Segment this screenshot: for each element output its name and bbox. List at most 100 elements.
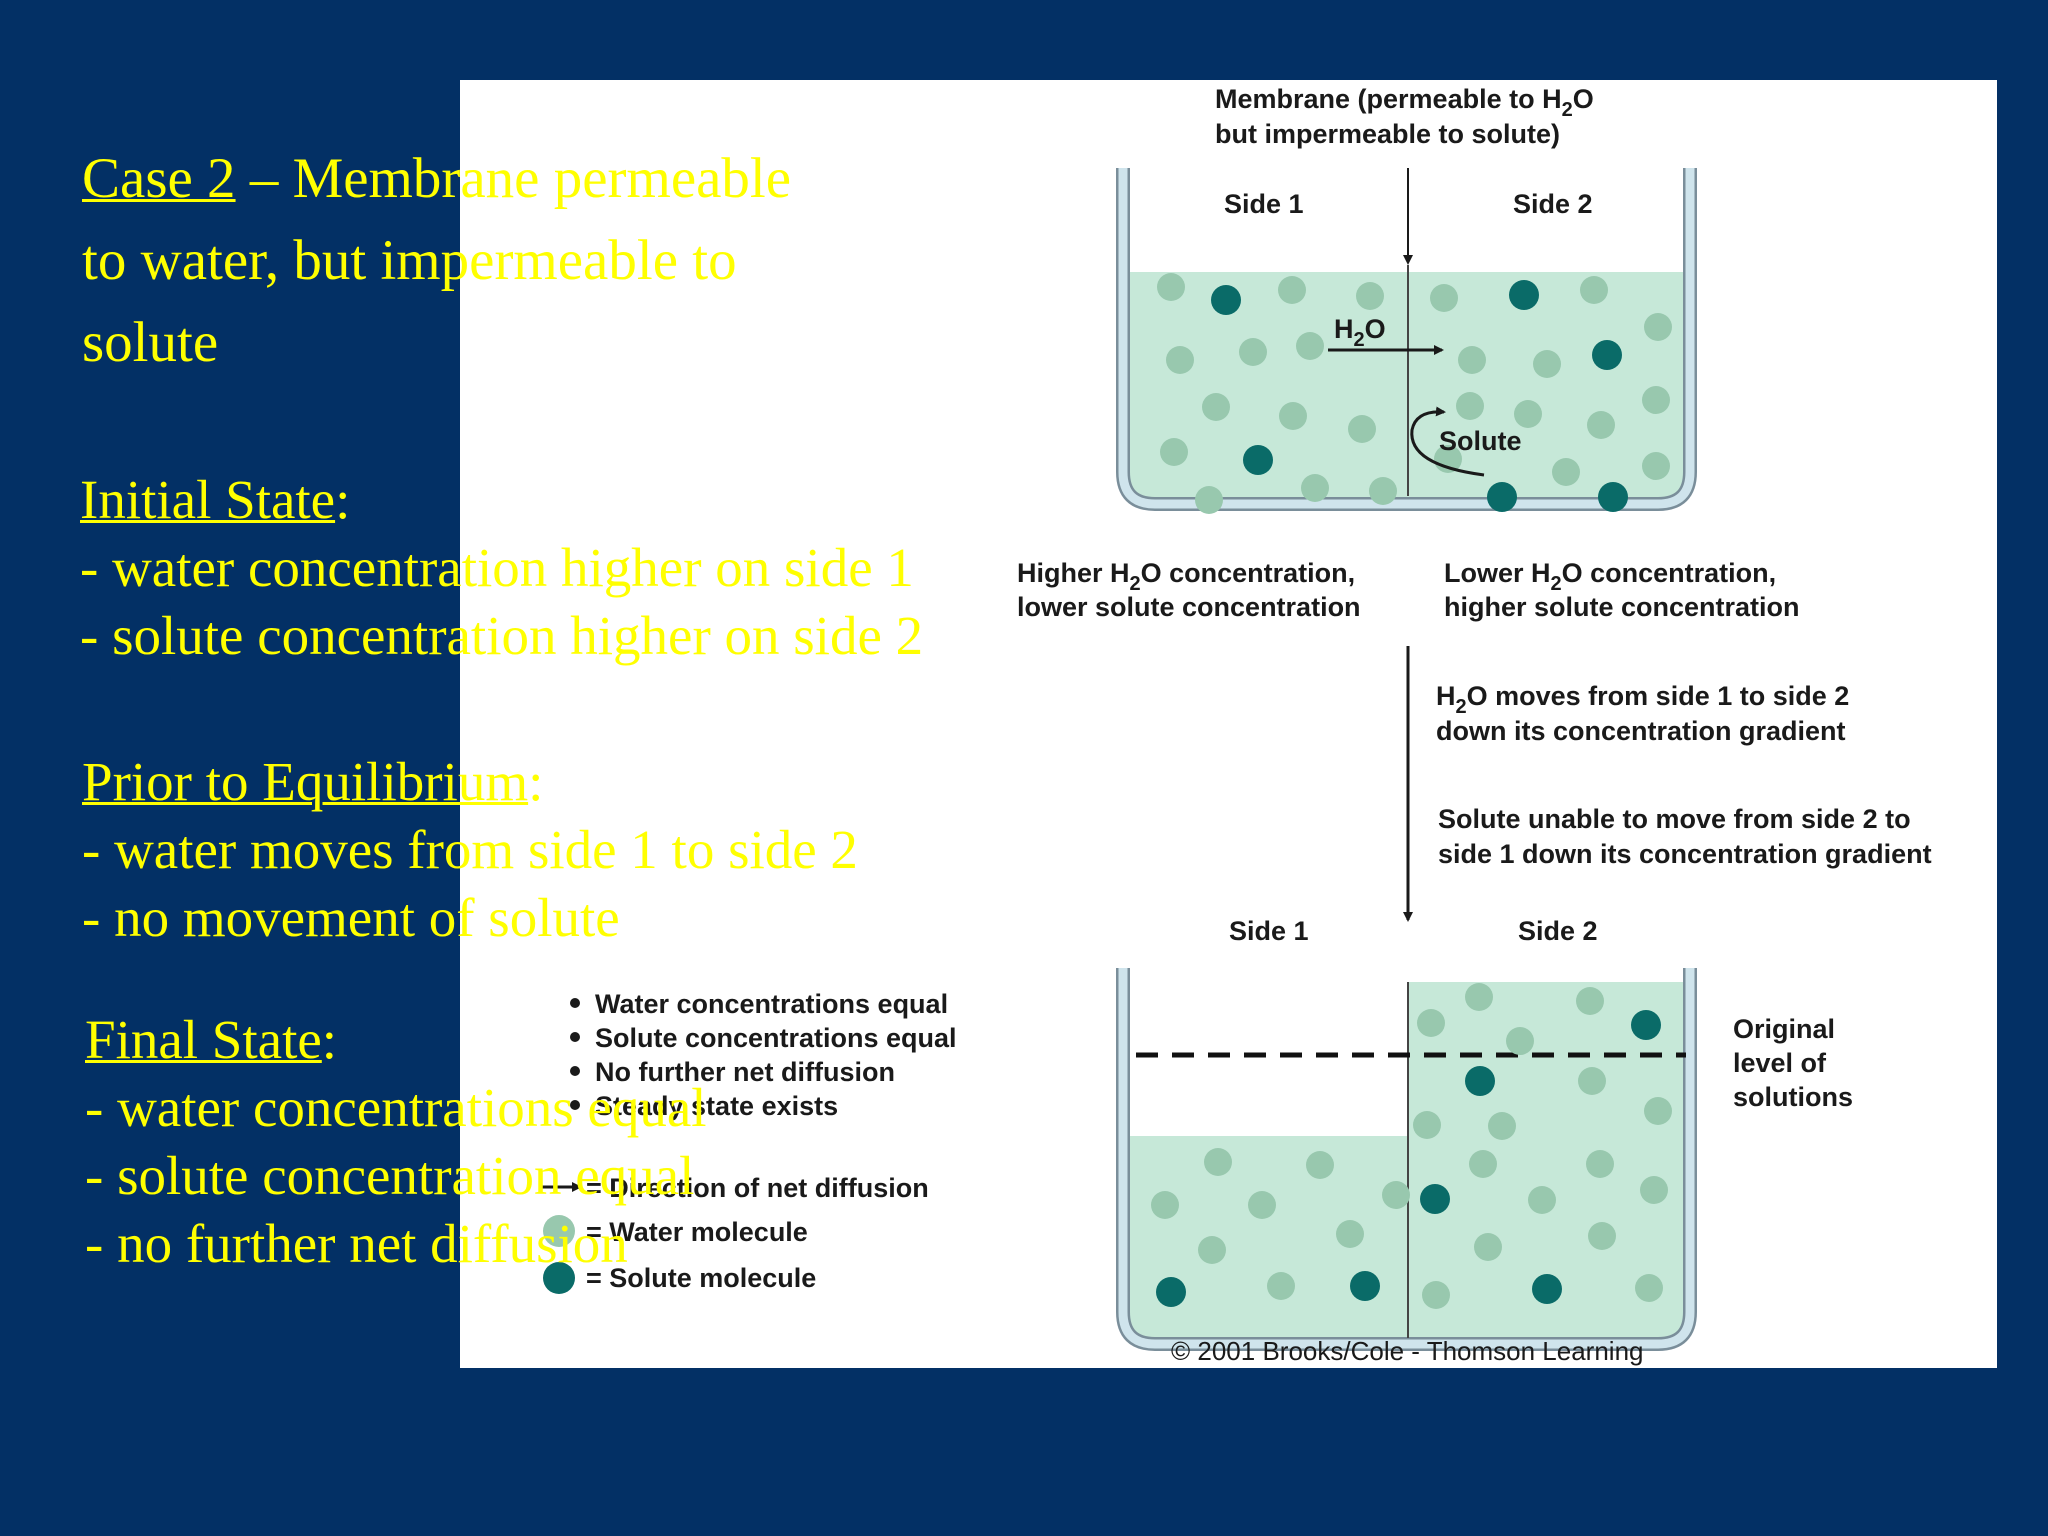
solute-molecule — [1532, 1274, 1562, 1304]
h2o-label: H2O — [1334, 314, 1386, 351]
step2-line2: side 1 down its concentration gradient — [1438, 839, 1932, 869]
case-label: Case 2 — [82, 147, 236, 210]
final-heading: Final State — [85, 1009, 322, 1070]
bullet-dot — [570, 1100, 580, 1110]
water-molecule — [1278, 276, 1306, 304]
slide-title-line3: solute — [82, 311, 219, 374]
water-molecule — [1644, 1097, 1672, 1125]
water-molecule — [1506, 1027, 1534, 1055]
water-molecule-icon — [543, 1215, 575, 1247]
membrane-label-line2: but impermeable to solute) — [1215, 119, 1560, 149]
solute-molecule — [1211, 285, 1241, 315]
diagram-svg: Membrane (permeable to H2O but impermeab… — [542, 84, 1932, 1366]
step1-line2: down its concentration gradient — [1436, 716, 1846, 746]
water-molecule — [1157, 273, 1185, 301]
water-molecule — [1306, 1151, 1334, 1179]
bullet-list: Water concentrations equal Solute concen… — [570, 989, 957, 1121]
bullet-item: Solute concentrations equal — [595, 1023, 957, 1053]
water-molecule — [1267, 1272, 1295, 1300]
water-molecule — [1514, 400, 1542, 428]
solute-molecule — [1465, 1066, 1495, 1096]
step1-line1: H2O moves from side 1 to side 2 — [1436, 681, 1849, 718]
water-molecule — [1195, 486, 1223, 514]
water-molecule — [1578, 1067, 1606, 1095]
water-molecule — [1301, 474, 1329, 502]
water-molecule — [1348, 415, 1376, 443]
water-molecule — [1528, 1186, 1556, 1214]
water-molecule — [1151, 1191, 1179, 1219]
bullet-item: Steady state exists — [595, 1091, 838, 1121]
water-molecule — [1413, 1111, 1441, 1139]
water-molecule — [1533, 350, 1561, 378]
left-caption-line2: lower solute concentration — [1017, 592, 1361, 622]
final-colon: : — [321, 1009, 338, 1070]
water-molecule — [1356, 282, 1384, 310]
original-level-line2: level of — [1733, 1048, 1827, 1078]
water-molecule — [1488, 1112, 1516, 1140]
water-molecule — [1635, 1274, 1663, 1302]
water-molecule — [1469, 1150, 1497, 1178]
water-molecule — [1552, 458, 1580, 486]
top-water — [1120, 272, 1692, 498]
solute-arrow — [1410, 406, 1485, 477]
water-molecule — [1458, 346, 1486, 374]
water-molecule — [1640, 1176, 1668, 1204]
water-molecule — [1644, 313, 1672, 341]
solute-molecule — [1487, 482, 1517, 512]
membrane-label-line1: Membrane (permeable to H2O — [1215, 84, 1594, 121]
original-level-line1: Original — [1733, 1014, 1835, 1044]
solute-molecule — [1350, 1271, 1380, 1301]
water-molecule — [1588, 1222, 1616, 1250]
solute-molecule-icon — [543, 1262, 575, 1294]
solute-molecule — [1509, 280, 1539, 310]
left-caption-line1: Higher H2O concentration, — [1017, 558, 1355, 595]
water-molecule — [1198, 1236, 1226, 1264]
solute-molecule — [1592, 340, 1622, 370]
bullet-item: Water concentrations equal — [595, 989, 948, 1019]
solute-molecule — [1631, 1010, 1661, 1040]
right-caption-line2: higher solute concentration — [1444, 592, 1800, 622]
water-molecule — [1239, 338, 1267, 366]
solute-molecule — [1420, 1184, 1450, 1214]
bottom-side2-label: Side 2 — [1518, 916, 1598, 946]
step2-line1: Solute unable to move from side 2 to — [1438, 804, 1911, 834]
water-molecule — [1465, 983, 1493, 1011]
solute-molecule — [1243, 445, 1273, 475]
water-molecule — [1580, 276, 1608, 304]
solute-molecule — [1156, 1277, 1186, 1307]
original-level-line3: solutions — [1733, 1082, 1853, 1112]
water-molecule — [1587, 411, 1615, 439]
solute-molecule — [1598, 482, 1628, 512]
water-molecule — [1166, 346, 1194, 374]
water-molecule — [1642, 452, 1670, 480]
top-side1-label: Side 1 — [1224, 189, 1304, 219]
top-side2-label: Side 2 — [1513, 189, 1593, 219]
solute-label: Solute — [1439, 426, 1522, 456]
bullet-item: No further net diffusion — [595, 1057, 895, 1087]
water-molecule — [1160, 438, 1188, 466]
bullet-dot — [570, 1066, 580, 1076]
initial-colon: : — [335, 469, 351, 530]
water-molecule — [1336, 1220, 1364, 1248]
bottom-water-side1 — [1120, 1136, 1408, 1340]
water-molecule — [1417, 1009, 1445, 1037]
water-molecule — [1279, 402, 1307, 430]
top-wall-inner — [1118, 168, 1695, 509]
water-molecule — [1430, 284, 1458, 312]
membrane-diagram: Membrane (permeable to H2O but impermeab… — [460, 80, 1997, 1368]
water-molecule — [1642, 386, 1670, 414]
water-molecule — [1474, 1233, 1502, 1261]
water-molecule — [1586, 1150, 1614, 1178]
copyright: © 2001 Brooks/Cole - Thomson Learning — [1171, 1336, 1644, 1366]
bottom-side1-label: Side 1 — [1229, 916, 1309, 946]
water-molecule — [1576, 987, 1604, 1015]
water-molecule — [1456, 392, 1484, 420]
water-molecule — [1204, 1148, 1232, 1176]
legend-water-label: = Water molecule — [586, 1217, 808, 1247]
legend: = Direction of net diffusion = Water mol… — [542, 1173, 929, 1294]
water-molecule — [1248, 1191, 1276, 1219]
water-molecule — [1202, 393, 1230, 421]
water-molecule — [1296, 332, 1324, 360]
initial-heading: Initial State — [80, 469, 336, 530]
water-molecule — [1369, 477, 1397, 505]
